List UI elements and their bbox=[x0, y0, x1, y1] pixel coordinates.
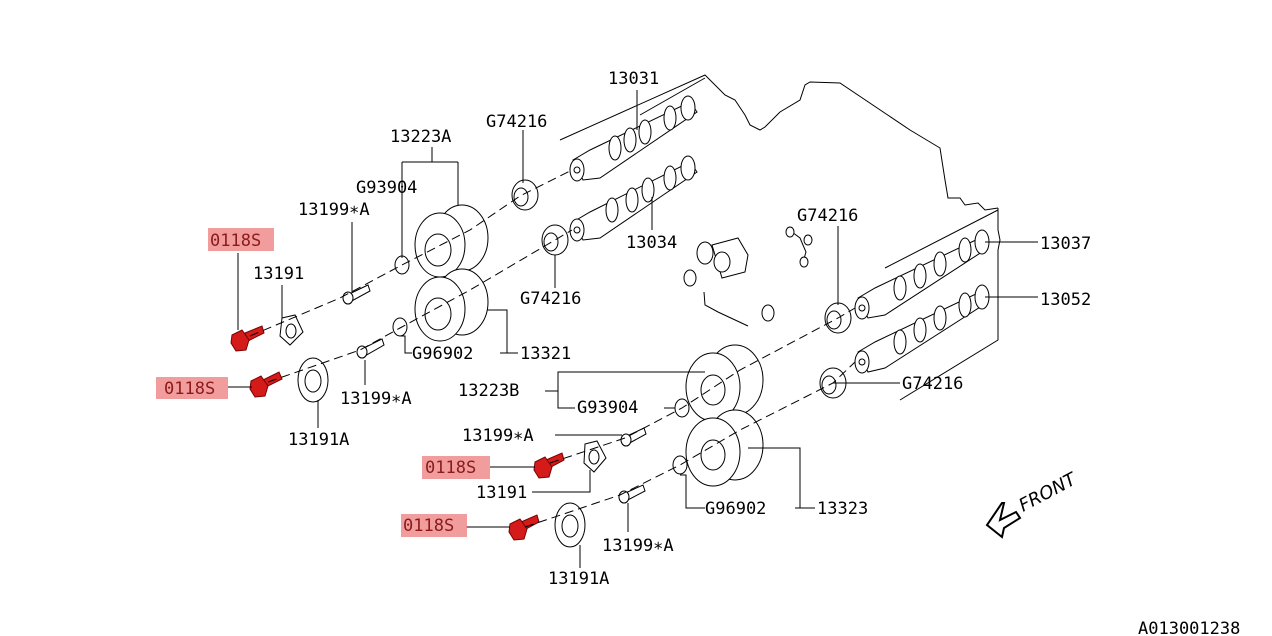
axis-line-3 bbox=[549, 307, 856, 464]
label-0118s-3[interactable]: 0118S bbox=[425, 458, 476, 478]
label-g96902-a[interactable]: G96902 bbox=[412, 344, 473, 364]
label-13223b[interactable]: 13223B bbox=[458, 381, 519, 401]
camshaft-13052[interactable] bbox=[854, 284, 990, 374]
label-13031[interactable]: 13031 bbox=[608, 69, 659, 89]
highlight-box-3 bbox=[422, 456, 490, 479]
bolt-0118s-1[interactable] bbox=[230, 325, 265, 352]
leader-lines bbox=[228, 90, 1038, 568]
part-labels: 13031 13034 13037 13052 G74216 G74216 G7… bbox=[253, 69, 1091, 589]
front-label: FRONT bbox=[1015, 468, 1081, 516]
label-13037[interactable]: 13037 bbox=[1040, 234, 1091, 254]
label-g74216-mid-left[interactable]: G74216 bbox=[520, 289, 581, 309]
highlight-box-4 bbox=[401, 514, 467, 537]
label-13191a-2[interactable]: 13191A bbox=[548, 569, 609, 589]
plate-13191a-2[interactable] bbox=[554, 502, 586, 548]
label-13323[interactable]: 13323 bbox=[817, 499, 868, 519]
figure-code: A013001238 bbox=[1138, 619, 1240, 636]
label-g96902-b[interactable]: G96902 bbox=[705, 499, 766, 519]
plate-13191a-1[interactable] bbox=[297, 357, 329, 403]
plate-13191-1[interactable] bbox=[279, 314, 304, 346]
label-g74216-top-left[interactable]: G74216 bbox=[486, 112, 547, 132]
sprocket-13223b[interactable] bbox=[685, 344, 764, 422]
bolt-0118s-3[interactable] bbox=[533, 452, 565, 479]
label-g93904-a[interactable]: G93904 bbox=[356, 178, 417, 198]
oring-b-lower[interactable] bbox=[672, 455, 688, 475]
sprocket-13323[interactable] bbox=[685, 409, 764, 487]
label-g93904-b[interactable]: G93904 bbox=[577, 398, 638, 418]
cylinder-head-outline bbox=[559, 74, 999, 211]
label-13199a-4[interactable]: 13199∗A bbox=[602, 536, 674, 556]
oil-seal-bottom-right[interactable] bbox=[819, 367, 847, 399]
oring-a-upper[interactable] bbox=[394, 255, 410, 275]
label-13191-2[interactable]: 13191 bbox=[476, 483, 527, 503]
bolt-0118s-2[interactable] bbox=[249, 371, 283, 398]
bolt-0118s-4[interactable] bbox=[508, 514, 540, 541]
front-indicator: FRONT bbox=[985, 468, 1081, 539]
axis-line-4 bbox=[524, 361, 856, 528]
label-13199a-3[interactable]: 13199∗A bbox=[462, 426, 534, 446]
cylinder-head-line-2 bbox=[639, 77, 706, 116]
front-arrow-icon bbox=[985, 502, 1022, 539]
label-13223a[interactable]: 13223A bbox=[390, 127, 451, 147]
highlight-box-2 bbox=[156, 377, 228, 399]
sprocket-13321[interactable] bbox=[414, 268, 489, 342]
label-13199a-2[interactable]: 13199∗A bbox=[340, 389, 412, 409]
camshaft-13034[interactable] bbox=[569, 155, 698, 242]
label-13052[interactable]: 13052 bbox=[1040, 290, 1091, 310]
label-g74216-top-right[interactable]: G74216 bbox=[797, 206, 858, 226]
label-0118s-1[interactable]: 0118S bbox=[210, 231, 261, 251]
bolt-13199a-2[interactable] bbox=[356, 338, 385, 359]
label-0118s-4[interactable]: 0118S bbox=[403, 516, 454, 536]
sprocket-13223a-upper[interactable] bbox=[414, 204, 489, 278]
camshaft-13037[interactable] bbox=[854, 229, 990, 320]
axis-line-1 bbox=[249, 169, 573, 337]
label-13199a-1[interactable]: 13199∗A bbox=[298, 200, 370, 220]
tensioner-parts bbox=[683, 226, 813, 327]
label-13191-1[interactable]: 13191 bbox=[253, 264, 304, 284]
label-0118s-2[interactable]: 0118S bbox=[164, 379, 215, 399]
axis-line-2 bbox=[267, 229, 573, 383]
highlight-box-1 bbox=[208, 228, 274, 251]
oring-a-lower[interactable] bbox=[392, 317, 408, 337]
cylinder-head-line bbox=[884, 209, 999, 269]
oil-seal-top-left[interactable] bbox=[511, 179, 539, 211]
label-g74216-bottom-right[interactable]: G74216 bbox=[902, 374, 963, 394]
highlighted-labels: 0118S 0118S 0118S 0118S bbox=[156, 228, 490, 537]
plate-13191-2[interactable] bbox=[583, 440, 607, 473]
label-13191a-1[interactable]: 13191A bbox=[288, 430, 349, 450]
label-13034[interactable]: 13034 bbox=[626, 233, 677, 253]
cylinder-head-edge bbox=[899, 208, 1001, 401]
oil-seal-mid-left[interactable] bbox=[541, 224, 569, 256]
camshaft-13031[interactable] bbox=[569, 95, 698, 182]
bolt-13199a-3[interactable] bbox=[620, 427, 647, 447]
label-13321[interactable]: 13321 bbox=[520, 344, 571, 364]
